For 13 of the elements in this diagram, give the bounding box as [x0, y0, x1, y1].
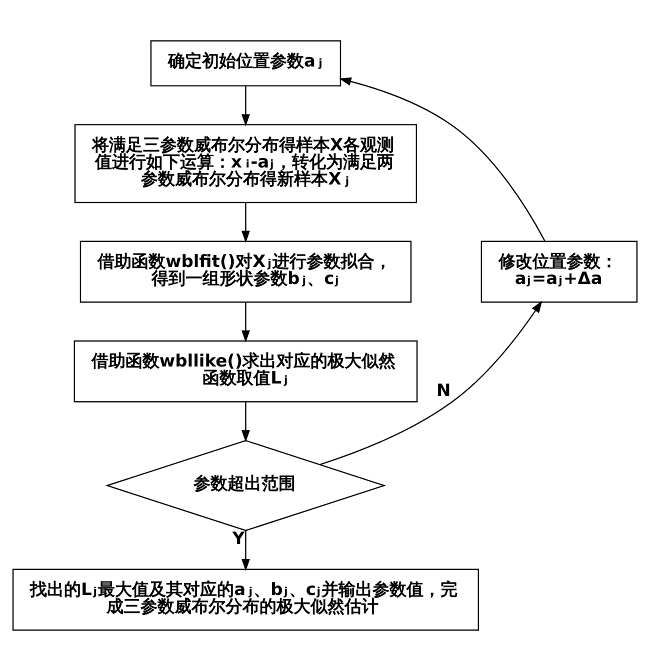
node-box: 借助函数wbllike()求出对应的极大似然函数取值Lj	[74, 340, 418, 402]
edge-label: N	[436, 380, 451, 400]
node-box: 借助函数wblfit()对Xj进行参数拟合，得到一组形状参数bj、cj	[80, 240, 412, 302]
arrow	[241, 202, 250, 242]
node-box: 修改位置参数： aj=aj+Δa	[480, 240, 638, 302]
arrow	[241, 401, 250, 442]
node-diamond: 参数超出范围	[105, 439, 386, 531]
arrow	[320, 300, 542, 465]
arrow	[241, 530, 250, 571]
arrow	[339, 76, 546, 241]
arrow	[241, 86, 250, 126]
arrow	[241, 302, 250, 342]
edge-label: Y	[232, 528, 245, 548]
